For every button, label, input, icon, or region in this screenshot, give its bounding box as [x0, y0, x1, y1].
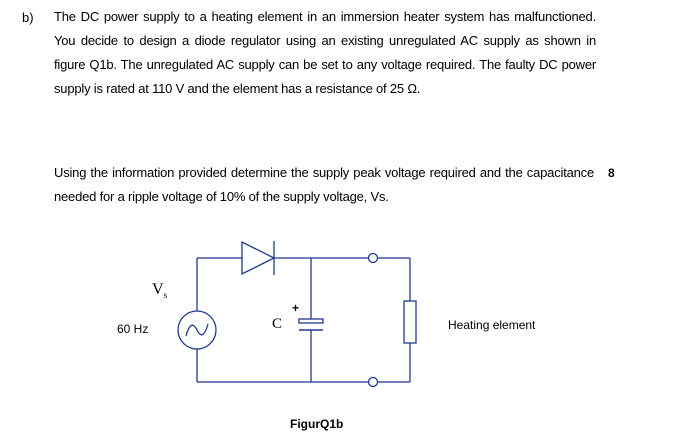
capacitor-label: C [272, 316, 283, 332]
diode-triangle [241, 240, 276, 276]
terminal-top-left [367, 252, 379, 264]
frequency-label: 60 Hz [117, 322, 149, 336]
source-voltage-label: Vs [152, 281, 167, 300]
load-label: Heating element [448, 318, 536, 332]
source-label-sub: s [163, 290, 168, 301]
question-label: b) [22, 10, 34, 25]
ac-source-sine [185, 323, 209, 337]
question-paragraph-1: The DC power supply to a heating element… [54, 9, 596, 96]
marks-value: 8 [608, 166, 615, 180]
heating-element-resistor [403, 300, 417, 344]
source-label-main: V [152, 281, 164, 298]
terminal-bottom-left [367, 376, 379, 388]
figure-caption: FigurQ1b [290, 417, 344, 431]
capacitor-plate-positive [298, 318, 324, 324]
question-paragraph-2: Using the information provided determine… [54, 165, 594, 204]
capacitor-polarity-label: + [292, 301, 300, 315]
